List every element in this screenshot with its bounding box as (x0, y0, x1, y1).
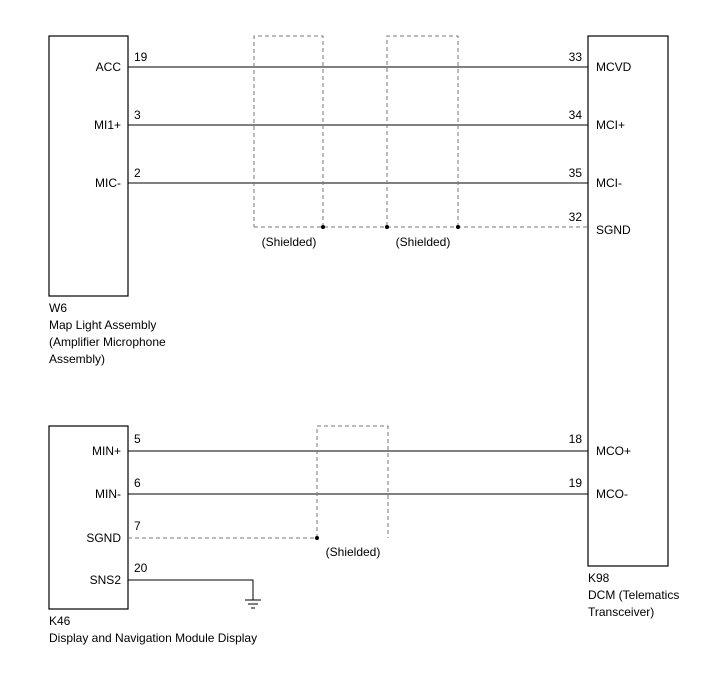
k46-pin-number: 6 (134, 476, 141, 490)
shield-junction-dot (456, 225, 460, 229)
k46-name: Display and Navigation Module Display (49, 631, 257, 645)
k98-pin-label: MCO- (596, 487, 628, 501)
w6-pin-number: 3 (134, 108, 141, 122)
w6-pin-label: ACC (96, 60, 122, 74)
w6-name: Assembly) (49, 352, 105, 366)
k46-pin-number: 5 (134, 432, 141, 446)
k98-pin-label: MCI- (596, 176, 622, 190)
k46-pin-label: SNS2 (90, 573, 122, 587)
k46-pin-label: MIN+ (92, 444, 121, 458)
k98-pin-number: 18 (569, 432, 583, 446)
shield-label: (Shielded) (396, 235, 451, 249)
wire-sns2-ground (128, 579, 254, 600)
k98-connector-box (587, 35, 669, 567)
k98-pin-number: 33 (569, 50, 583, 64)
k98-pin-label: MCO+ (596, 444, 631, 458)
w6-name: (Amplifier Microphone (49, 335, 166, 349)
ground-icon (245, 599, 261, 609)
shield-junction-dot (315, 536, 319, 540)
shield-upper-right (386, 35, 459, 227)
shield-label: (Shielded) (262, 235, 317, 249)
shield-junction-dot (385, 225, 389, 229)
k98-pin-number: 34 (569, 108, 583, 122)
w6-pin-label: MIC- (95, 176, 121, 190)
w6-pin-number: 19 (134, 50, 148, 64)
w6-connector-box (48, 35, 129, 297)
k46-id: K46 (49, 614, 71, 628)
k98-pin-number: 32 (569, 210, 583, 224)
k46-pin-label: MIN- (95, 487, 121, 501)
w6-name: Map Light Assembly (49, 318, 156, 332)
shield-label: (Shielded) (326, 545, 381, 559)
k46-connector-box (48, 425, 129, 610)
shield-junction-dot (321, 225, 325, 229)
k46-pin-number: 7 (134, 519, 141, 533)
w6-pin-number: 2 (134, 166, 141, 180)
k98-pin-number: 35 (569, 166, 583, 180)
k46-pin-label: SGND (86, 531, 121, 545)
k98-pin-label: MCVD (596, 60, 632, 74)
shield-lower (316, 425, 389, 538)
shield-upper-left (253, 35, 324, 227)
w6-id: W6 (49, 301, 67, 315)
k98-pin-number: 19 (569, 476, 583, 490)
k98-pin-label: SGND (596, 223, 631, 237)
k98-id: K98 (588, 571, 610, 585)
k98-name: Transceiver) (588, 605, 654, 619)
k98-pin-label: MCI+ (596, 118, 625, 132)
k98-name: DCM (Telematics (588, 588, 679, 602)
w6-pin-label: MI1+ (94, 118, 121, 132)
k46-pin-number: 20 (134, 561, 148, 575)
